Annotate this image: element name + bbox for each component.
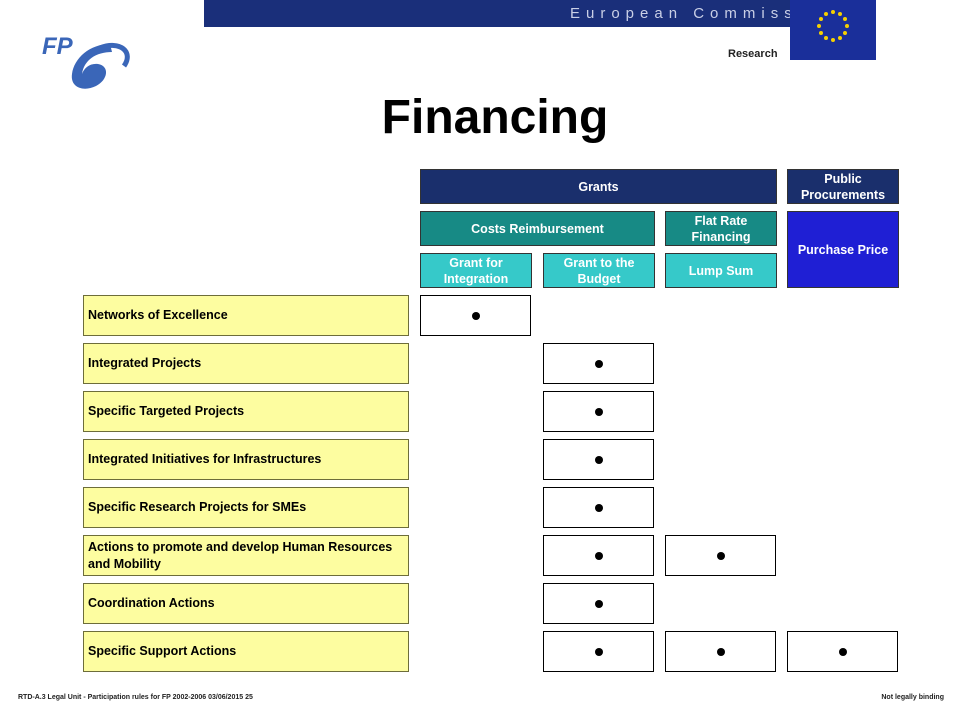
- fp6-logo: FP: [42, 33, 130, 89]
- bullet-dot-icon: [716, 647, 725, 656]
- row-label-human-resources-mobility: Actions to promote and develop Human Res…: [83, 535, 409, 576]
- bullet-dot-icon: [594, 455, 603, 464]
- bullet-dot-icon: [594, 599, 603, 608]
- mark-cell: [543, 631, 654, 672]
- svg-text:FP: FP: [42, 33, 74, 60]
- bullet-dot-icon: [594, 407, 603, 416]
- mark-cell: [543, 583, 654, 624]
- top-banner: [204, 0, 790, 27]
- page-title: Financing: [381, 91, 609, 144]
- european-commission-text: European Commission: [570, 5, 836, 22]
- mark-cell: [543, 439, 654, 480]
- row-label-networks-of-excellence: Networks of Excellence: [83, 295, 409, 336]
- research-label: Research: [728, 48, 778, 60]
- mark-cell: [787, 631, 898, 672]
- mark-cell: [665, 631, 776, 672]
- mark-cell: [543, 343, 654, 384]
- bullet-dot-icon: [838, 647, 847, 656]
- footer-left: RTD-A.3 Legal Unit - Participation rules…: [18, 694, 253, 701]
- bullet-dot-icon: [594, 647, 603, 656]
- header-lump-sum: Lump Sum: [665, 253, 777, 288]
- row-label-integrated-projects: Integrated Projects: [83, 343, 409, 384]
- row-label-specific-research-smes: Specific Research Projects for SMEs: [83, 487, 409, 528]
- bullet-dot-icon: [594, 551, 603, 560]
- mark-cell: [543, 391, 654, 432]
- eu-flag-logo: [790, 0, 876, 60]
- row-label-integrated-initiatives: Integrated Initiatives for Infrastructur…: [83, 439, 409, 480]
- mark-cell: [543, 487, 654, 528]
- header-flat-rate-financing: Flat Rate Financing: [665, 211, 777, 246]
- footer-right: Not legally binding: [881, 694, 944, 701]
- header-costs-reimbursement: Costs Reimbursement: [420, 211, 655, 246]
- bullet-dot-icon: [716, 551, 725, 560]
- header-public-procurements: Public Procurements: [787, 169, 899, 204]
- header-grants: Grants: [420, 169, 777, 204]
- mark-cell: [420, 295, 531, 336]
- header-grant-to-the-budget: Grant to the Budget: [543, 253, 655, 288]
- bullet-dot-icon: [471, 311, 480, 320]
- row-label-specific-support-actions: Specific Support Actions: [83, 631, 409, 672]
- mark-cell: [665, 535, 776, 576]
- bullet-dot-icon: [594, 359, 603, 368]
- mark-cell: [543, 535, 654, 576]
- bullet-dot-icon: [594, 503, 603, 512]
- row-label-specific-targeted-projects: Specific Targeted Projects: [83, 391, 409, 432]
- row-label-coordination-actions: Coordination Actions: [83, 583, 409, 624]
- header-grant-for-integration: Grant for Integration: [420, 253, 532, 288]
- header-purchase-price: Purchase Price: [787, 211, 899, 288]
